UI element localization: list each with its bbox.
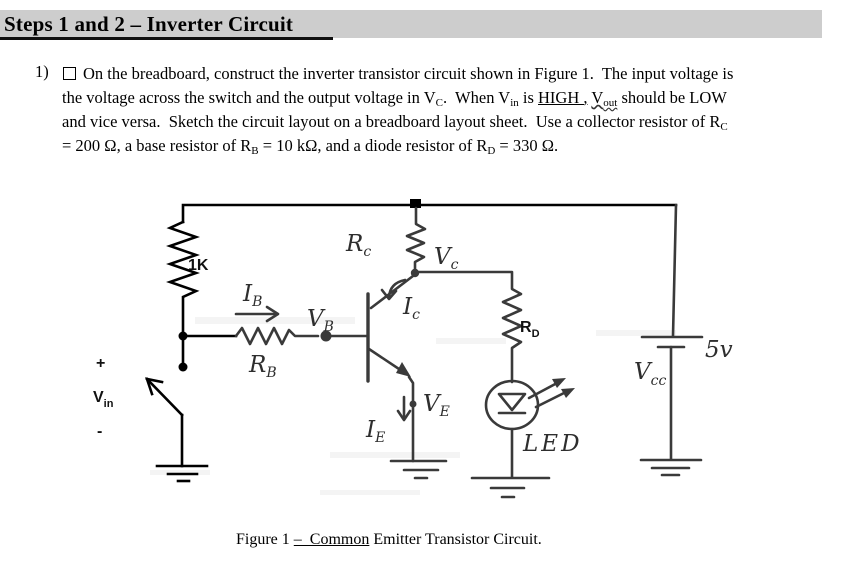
scan-artifacts <box>150 317 676 495</box>
junction-dot <box>410 199 421 208</box>
label-minus: - <box>97 423 102 440</box>
figure-caption: Figure 1 – Common Emitter Transistor Cir… <box>236 531 542 548</box>
battery <box>640 203 704 461</box>
power-rail <box>181 199 678 224</box>
label-rd: RD <box>520 319 540 340</box>
ground-emitter <box>389 459 448 480</box>
label-vc: Vc <box>434 244 459 273</box>
instruction-paragraph: On the breadboard, construct the inverte… <box>62 64 734 157</box>
list-item-number: 1) <box>35 62 49 81</box>
section-header-bar <box>0 10 822 38</box>
ground-input <box>155 464 209 483</box>
ib-current-arrow <box>234 305 280 323</box>
label-ic: Ic <box>402 294 420 323</box>
emitter-branch <box>396 375 417 463</box>
label-ve: VE <box>423 391 450 420</box>
label-r1: 1K <box>188 257 209 274</box>
label-5v: 5v <box>705 337 733 363</box>
transistor <box>366 274 415 383</box>
transistor-collector <box>369 274 415 310</box>
label-rb: RB <box>248 352 277 381</box>
resistor-rb <box>234 326 370 346</box>
label-ie: IE <box>365 417 385 446</box>
label-led: LED <box>522 431 583 457</box>
emitter-arrow-icon <box>396 362 411 377</box>
checkbox-icon <box>63 67 76 80</box>
node-ve <box>409 400 417 408</box>
light-arrow-icon <box>552 378 566 388</box>
ic-current-arrow <box>380 278 407 301</box>
diode-symbol-icon <box>497 392 527 412</box>
label-vin: Vin <box>93 389 114 410</box>
ground-battery <box>639 458 703 477</box>
resistor-rc <box>405 206 427 278</box>
label-plus: + <box>96 355 105 372</box>
label-vb: VB <box>307 306 334 335</box>
title-underline <box>0 37 333 40</box>
label-rc: Rc <box>345 231 371 260</box>
resistor-rd <box>417 270 523 384</box>
led <box>484 378 575 479</box>
input-switch <box>145 377 184 468</box>
ground-led <box>470 476 551 499</box>
switch-arrow-icon <box>145 377 164 396</box>
resistor-1k <box>166 220 200 372</box>
label-ib: IB <box>242 281 262 310</box>
page-title: Steps 1 and 2 – Inverter Circuit <box>4 12 294 36</box>
node-vc <box>410 268 420 278</box>
light-arrow-icon <box>561 388 575 398</box>
node-vb <box>320 330 332 342</box>
label-vcc: Vcc <box>634 359 666 389</box>
